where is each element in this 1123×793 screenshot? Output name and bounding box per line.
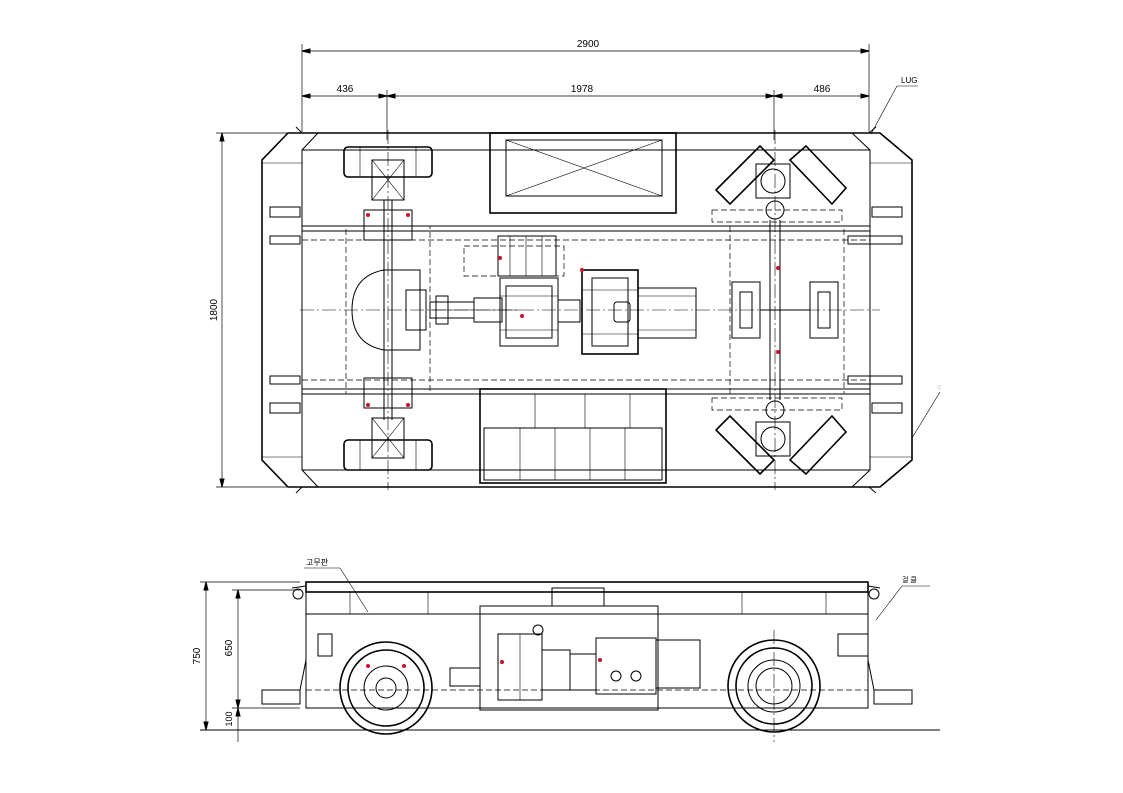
side-power-unit xyxy=(449,605,701,711)
small-callout-mark: ◌ xyxy=(937,384,941,391)
dim-text-100: 100 xyxy=(224,711,234,726)
side-view: 750 650 100 고무판 걸 클 xyxy=(192,558,940,742)
side-callouts: 고무판 걸 클 xyxy=(304,558,930,621)
lug-callout: LUG ◌ xyxy=(870,76,941,439)
rear-caster-top xyxy=(711,144,848,223)
side-fittings xyxy=(269,206,903,414)
lug-label: LUG xyxy=(901,76,917,85)
rear-axle xyxy=(729,130,845,490)
dim-text-486: 486 xyxy=(814,84,831,95)
battery-box xyxy=(479,388,667,484)
front-axle xyxy=(366,130,410,490)
dimension-heights: 750 650 100 xyxy=(192,581,300,742)
dimension-width: 1800 xyxy=(209,132,300,488)
dimension-chain: 436 1978 486 xyxy=(301,84,870,140)
dim-text-2900: 2900 xyxy=(577,39,600,50)
lifting-lug-label: 걸 클 xyxy=(902,576,917,584)
valve-block xyxy=(463,235,565,277)
pump-assembly xyxy=(499,277,581,347)
chassis-frame xyxy=(261,126,913,494)
motor xyxy=(580,268,697,355)
dim-text-436: 436 xyxy=(337,84,354,95)
dim-text-1800: 1800 xyxy=(209,298,220,321)
top-deck xyxy=(291,581,881,615)
rear-caster-bottom xyxy=(711,397,848,476)
dim-text-1978: 1978 xyxy=(571,84,594,95)
side-rear-wheel xyxy=(727,630,821,742)
dim-text-750: 750 xyxy=(192,647,203,664)
rubber-plate-label: 고무판 xyxy=(306,558,329,567)
top-box xyxy=(489,132,677,214)
side-front-wheel xyxy=(339,641,433,735)
plan-view: 2900 436 1978 486 1800 xyxy=(209,39,941,494)
dim-text-650: 650 xyxy=(224,639,235,656)
drive-shaft xyxy=(429,295,520,325)
dimension-overall-length: 2900 xyxy=(301,39,870,132)
